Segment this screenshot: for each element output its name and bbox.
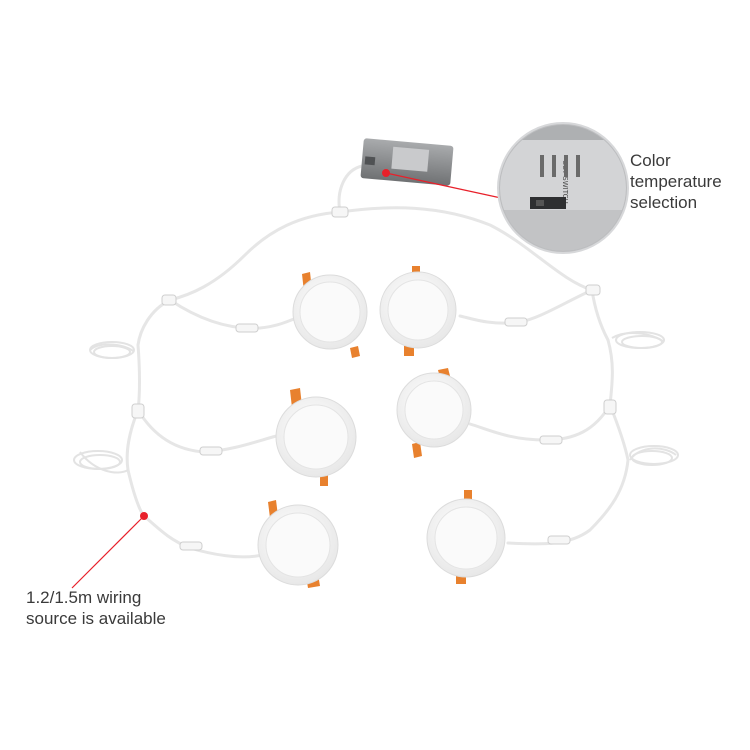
wiring-source-label: 1.2/1.5m wiring source is available: [26, 587, 166, 629]
pointer-line-wiring: [71, 515, 145, 589]
label-line: source is available: [26, 609, 166, 628]
driver-box: [360, 138, 454, 186]
downlight-6: [426, 490, 506, 584]
pointer-dot-wiring: [140, 512, 148, 520]
cable-coil-left-top: [89, 341, 135, 359]
label-line: Color: [630, 151, 671, 170]
zoom-label: CCT SWITCH: [561, 160, 569, 204]
downlight-3: [275, 388, 357, 486]
downlight-5: [257, 500, 339, 588]
downlight-panels: [257, 266, 506, 588]
color-temperature-label: Color temperature selection: [630, 150, 722, 213]
pointer-dot-color: [382, 169, 390, 177]
cable-coil-right-top: [611, 331, 665, 349]
label-line: temperature: [630, 172, 722, 191]
downlight-4: [396, 368, 472, 458]
label-line: 1.2/1.5m wiring: [26, 588, 142, 607]
downlight-2: [379, 266, 457, 356]
pointer-line-color: [385, 172, 502, 199]
cable-coil-left-bottom: [73, 450, 129, 474]
label-line: selection: [630, 193, 698, 212]
downlight-1: [292, 272, 368, 358]
cable-coil-right-bottom: [629, 445, 679, 466]
cable-connectors: [131, 206, 617, 551]
cct-switch: [530, 197, 566, 209]
switch-zoom-inset: CCT SWITCH: [497, 122, 629, 254]
